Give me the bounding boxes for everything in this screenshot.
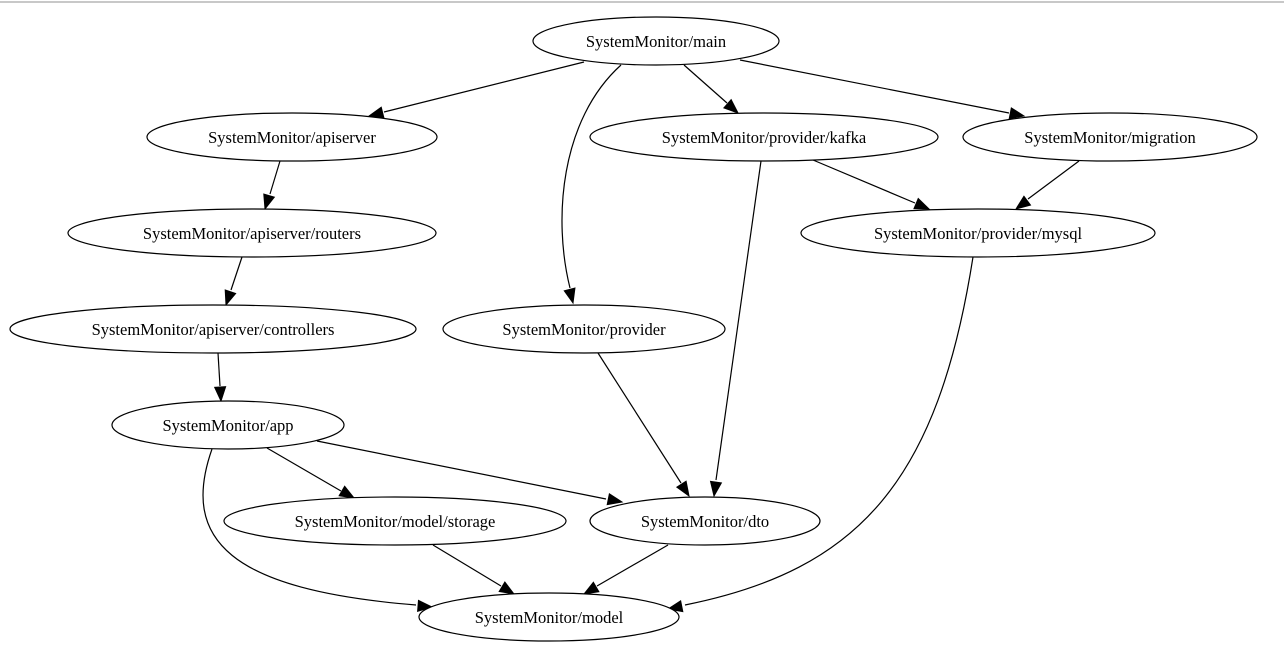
node-label: SystemMonitor/dto [641, 512, 769, 531]
arrowhead [675, 480, 690, 498]
edge-main-to-kafka [683, 64, 740, 114]
top-divider [0, 1, 1284, 3]
arrowhead [498, 581, 516, 595]
node-ellipse [962, 112, 1258, 162]
arrowhead [1008, 107, 1026, 120]
node-label: SystemMonitor/app [162, 416, 293, 435]
edge-apiserver-to-routers [263, 160, 281, 211]
edges-layer [202, 59, 1080, 613]
edge-app-to-storage [266, 447, 356, 499]
edge-line [597, 352, 682, 484]
node-ellipse [418, 592, 680, 642]
arrowhead [263, 193, 276, 211]
node-ellipse [589, 112, 939, 162]
node-migration[interactable]: SystemMonitor/migration [962, 112, 1258, 162]
node-model[interactable]: SystemMonitor/model [418, 592, 680, 642]
edge-line [230, 256, 243, 291]
edge-line [432, 544, 502, 587]
edge-kafka-to-dto [709, 160, 762, 498]
edge-dto-to-model [582, 544, 669, 595]
node-controllers[interactable]: SystemMonitor/apiserver/controllers [9, 304, 417, 354]
node-label: SystemMonitor/apiserver [208, 128, 376, 147]
edge-main-to-provider [561, 64, 622, 305]
node-label: SystemMonitor/main [586, 32, 726, 51]
node-label: SystemMonitor/apiserver/routers [143, 224, 361, 243]
node-ellipse [9, 304, 417, 354]
edge-line [1027, 160, 1080, 200]
node-storage[interactable]: SystemMonitor/model/storage [223, 496, 567, 546]
node-label: SystemMonitor/model/storage [295, 512, 496, 531]
node-label: SystemMonitor/provider/kafka [662, 128, 867, 147]
node-label: SystemMonitor/migration [1024, 128, 1195, 147]
edge-line [561, 64, 622, 289]
edge-line [316, 440, 607, 500]
node-ellipse [800, 208, 1156, 258]
edge-provider-to-dto [597, 352, 690, 498]
edge-migration-to-mysql [1014, 160, 1080, 210]
edge-line [683, 64, 728, 104]
edge-line [684, 256, 974, 606]
node-provider[interactable]: SystemMonitor/provider [442, 304, 726, 354]
node-ellipse [442, 304, 726, 354]
node-main[interactable]: SystemMonitor/main [532, 16, 780, 66]
edge-routers-to-controllers [224, 256, 243, 307]
edge-line [269, 160, 281, 195]
edge-controllers-to-app [213, 352, 227, 403]
edge-line [739, 59, 1010, 114]
node-ellipse [589, 496, 821, 546]
node-ellipse [146, 112, 438, 162]
node-ellipse [111, 400, 345, 450]
edge-main-to-apiserver [367, 61, 585, 119]
edge-line [202, 448, 417, 606]
edge-line [715, 160, 762, 481]
edge-line [383, 61, 585, 113]
edge-line [812, 159, 916, 204]
arrowhead [606, 493, 624, 506]
node-routers[interactable]: SystemMonitor/apiserver/routers [67, 208, 437, 258]
edge-line [266, 447, 342, 492]
node-label: SystemMonitor/provider [502, 320, 666, 339]
arrowhead [338, 485, 356, 499]
node-app[interactable]: SystemMonitor/app [111, 400, 345, 450]
node-dto[interactable]: SystemMonitor/dto [589, 496, 821, 546]
arrowhead [213, 386, 227, 403]
edge-line [217, 352, 221, 387]
arrowhead [709, 480, 723, 498]
node-label: SystemMonitor/provider/mysql [874, 224, 1082, 243]
edge-mysql-to-model [666, 256, 974, 613]
arrowhead [563, 287, 576, 305]
node-ellipse [223, 496, 567, 546]
node-ellipse [532, 16, 780, 66]
arrowhead [913, 197, 931, 210]
edge-main-to-migration [739, 59, 1026, 120]
arrowhead [723, 98, 740, 114]
edge-line [596, 544, 669, 587]
node-mysql[interactable]: SystemMonitor/provider/mysql [800, 208, 1156, 258]
nodes-layer: SystemMonitor/mainSystemMonitor/apiserve… [9, 16, 1258, 642]
edge-app-to-dto [316, 440, 624, 506]
node-kafka[interactable]: SystemMonitor/provider/kafka [589, 112, 939, 162]
node-label: SystemMonitor/apiserver/controllers [92, 320, 335, 339]
arrowhead [582, 581, 600, 595]
node-apiserver[interactable]: SystemMonitor/apiserver [146, 112, 438, 162]
arrowhead [224, 289, 237, 307]
node-ellipse [67, 208, 437, 258]
edge-storage-to-model [432, 544, 516, 595]
node-label: SystemMonitor/model [475, 608, 624, 627]
arrowhead [1014, 195, 1032, 210]
edge-kafka-to-mysql [812, 159, 931, 210]
